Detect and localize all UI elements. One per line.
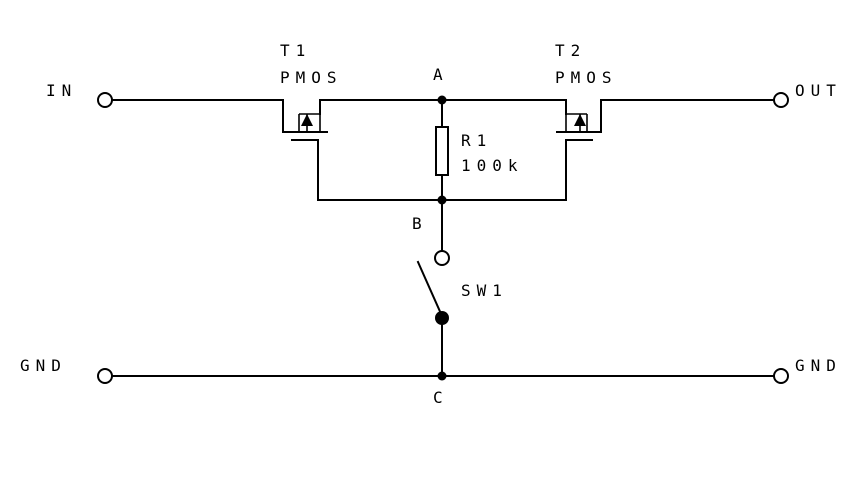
junction-c [437, 371, 447, 381]
switch-sw1 [416, 260, 449, 325]
junction-a [437, 95, 447, 105]
junction-b [437, 195, 447, 205]
label-t1-name: T1 [280, 41, 311, 60]
t1-body-arrow-icon [301, 114, 313, 126]
terminal-in [97, 92, 113, 108]
sw1-pivot [435, 311, 449, 325]
transistor-t1 [282, 113, 328, 141]
terminal-gnd-left [97, 368, 113, 384]
label-gnd-left: GND [20, 356, 67, 375]
sw1-contact-terminal [434, 250, 450, 266]
sw1-blade [416, 260, 444, 318]
label-t1-type: PMOS [280, 68, 343, 87]
transistor-t2 [556, 113, 602, 141]
label-node-b: B [412, 214, 428, 233]
label-sw1-name: SW1 [461, 281, 508, 300]
label-t2-name: T2 [555, 41, 586, 60]
label-r1-name: R1 [461, 131, 492, 150]
label-r1-value: 100k [461, 156, 524, 175]
terminal-out [773, 92, 789, 108]
label-out: OUT [795, 81, 842, 100]
label-node-c: C [433, 388, 449, 407]
label-node-a: A [433, 65, 449, 84]
label-in: IN [46, 81, 77, 100]
label-t2-type: PMOS [555, 68, 618, 87]
t2-body-arrow-icon [574, 114, 586, 126]
terminal-gnd-right [773, 368, 789, 384]
label-gnd-right: GND [795, 356, 842, 375]
resistor-r1 [435, 126, 449, 176]
